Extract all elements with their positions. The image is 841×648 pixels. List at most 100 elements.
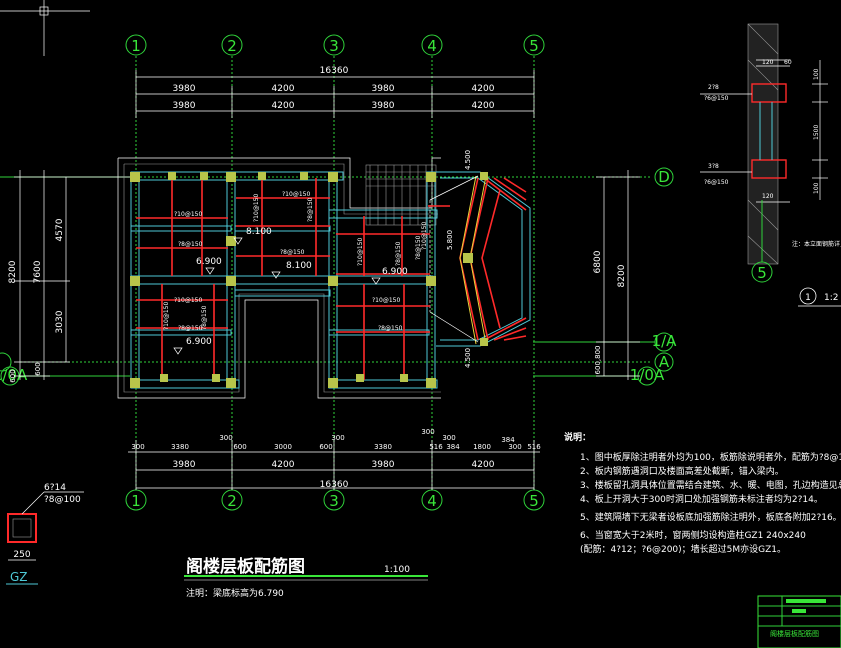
rebar-label: ?8@150 bbox=[395, 241, 402, 266]
rebar-labels: ?10@150 ?8@150 ?10@150 ?8@150 ?10@150 ?8… bbox=[163, 191, 428, 332]
rebar-label: ?10@150 bbox=[421, 222, 428, 250]
section-rebar: 3?8 bbox=[708, 163, 719, 170]
rebar-label: ?10@150 bbox=[163, 302, 170, 330]
dim: 300 bbox=[508, 443, 521, 451]
rebar-label: ?8@150 bbox=[201, 305, 208, 330]
dim: 6800 bbox=[593, 250, 603, 273]
section-axis: 5 bbox=[757, 264, 767, 282]
dim: 4200 bbox=[472, 101, 495, 111]
dim: 384 bbox=[446, 443, 460, 451]
axis-label: 5 bbox=[529, 492, 539, 510]
dim: 4200 bbox=[272, 460, 295, 470]
dimensions-left: 8200 7600 4570 3030 600 600 bbox=[8, 170, 130, 383]
dim: 600 bbox=[9, 369, 17, 382]
axis-label: D bbox=[658, 168, 670, 186]
dim: 3380 bbox=[374, 443, 392, 451]
rebar-label: ?10@150 bbox=[372, 297, 400, 304]
note-item: 5、建筑隔墙下无梁者设板底加强筋除注明外，板底各附加2?16。 bbox=[580, 511, 841, 523]
axis-label: A bbox=[659, 353, 670, 371]
section-rebar: 2?8 bbox=[708, 84, 719, 91]
rebar-label: ?10@150 bbox=[357, 238, 364, 266]
axis-label: 4 bbox=[427, 37, 437, 55]
building-outline bbox=[117, 157, 441, 399]
rebar-label: ?8@150 bbox=[307, 197, 314, 222]
gz-width: 250 bbox=[13, 550, 30, 560]
axis-label: 3 bbox=[329, 37, 339, 55]
axis-label: 1/0A bbox=[0, 366, 28, 384]
dim: 300 bbox=[131, 443, 144, 451]
dim: 3980 bbox=[372, 460, 395, 470]
gz-rebar: 6?14 bbox=[44, 483, 66, 493]
axis-bubbles-top: 1 2 3 4 5 bbox=[125, 34, 545, 56]
dimensions-bottom: 300 3380 300 600 3000 600 300 3380 300 5… bbox=[128, 428, 541, 490]
columns bbox=[130, 172, 488, 388]
note-item: 6、当窗宽大于2米时，窗两侧均设构造柱GZ1 240x240 bbox=[580, 529, 806, 541]
dim: 300 bbox=[331, 434, 344, 442]
rebar-label: ?8@150 bbox=[415, 235, 422, 260]
section-dim: 1500 bbox=[813, 125, 820, 140]
axis-grid-lines bbox=[20, 56, 650, 490]
note-item: (配筋：4?12；?6@200)；墙长超过5M亦设GZ1。 bbox=[580, 543, 786, 555]
section-note: 注：本立面钢筋详见大样 bbox=[792, 240, 841, 248]
axis-label: 2 bbox=[227, 492, 237, 510]
beams bbox=[130, 171, 438, 389]
drawing-title-block: 阁楼层板配筋图 1:100 注明：梁底标高为6.790 bbox=[184, 556, 428, 599]
dim: 8200 bbox=[617, 264, 627, 287]
section-dim: 120 bbox=[762, 59, 774, 66]
dim: 600 bbox=[34, 362, 42, 375]
dim: 516 bbox=[527, 443, 541, 451]
elevation: 8.100 bbox=[246, 227, 272, 237]
stair bbox=[365, 164, 437, 226]
note-item: 1、图中板厚除注明者外均为100，板筋除说明者外，配筋为?8@150双向 bbox=[580, 451, 841, 463]
detail-scale: 1:2 bbox=[824, 293, 838, 303]
dim: 3380 bbox=[171, 443, 189, 451]
dim: 300 bbox=[442, 434, 455, 442]
section-dim: 100 bbox=[813, 68, 820, 80]
elevation: 8.100 bbox=[286, 261, 312, 271]
rebar-label: ?10@150 bbox=[174, 297, 202, 304]
elevation: 6.900 bbox=[186, 337, 212, 347]
dim: 300 bbox=[219, 434, 232, 442]
section-dim: 60 bbox=[784, 59, 792, 66]
dim: 8200 bbox=[8, 260, 18, 283]
dim: 600 bbox=[319, 443, 332, 451]
dim: 3980 bbox=[372, 101, 395, 111]
dim: 3980 bbox=[173, 460, 196, 470]
rebar-label: ?8@150 bbox=[178, 241, 203, 248]
dim: 3030 bbox=[55, 310, 65, 333]
rebar-label: ?8@150 bbox=[378, 325, 403, 332]
axis-label: 4 bbox=[427, 492, 437, 510]
crosshair-cursor bbox=[0, 0, 90, 56]
rebar-label: ?10@150 bbox=[253, 194, 260, 222]
dim: 384 bbox=[501, 436, 515, 444]
dim: 1800 bbox=[473, 443, 491, 451]
axis-label: 1/A bbox=[652, 332, 678, 350]
dim: 300 bbox=[421, 428, 434, 436]
note-item: 4、板上开洞大于300时洞口处加强钢筋未标注者均为2?14。 bbox=[580, 493, 823, 505]
title-block-name: 阁楼层板配筋图 bbox=[770, 629, 819, 638]
dim: 4570 bbox=[55, 218, 65, 241]
elevation: 6.900 bbox=[382, 267, 408, 277]
axis-label: 1/0A bbox=[630, 366, 665, 384]
rebar-label: ?8@150 bbox=[280, 249, 305, 256]
section-rebar: ?6@150 bbox=[704, 179, 729, 186]
note-item: 3、楼板留孔洞具体位置需结合建筑、水、暖、电图，孔边构造见总说明。 bbox=[580, 479, 841, 491]
drawing-note: 注明：梁底标高为6.790 bbox=[186, 587, 284, 599]
dim: 516 bbox=[429, 443, 443, 451]
gz-detail: 6?14 ?8@100 250 GZ bbox=[6, 483, 84, 585]
section-detail: 120 60 2?8 ?6@150 3?8 ?6@150 100 1500 10… bbox=[700, 23, 841, 307]
axis-label: 5 bbox=[529, 37, 539, 55]
dim: 3000 bbox=[274, 443, 292, 451]
elevation-markers: 8.100 6.900 8.100 6.900 6.900 bbox=[173, 227, 408, 355]
dim-diag: 4.500 bbox=[464, 150, 472, 170]
rebar-lines bbox=[136, 178, 450, 380]
dim-total: 16360 bbox=[320, 480, 349, 490]
dim-diag: 5.800 bbox=[446, 230, 454, 250]
dimensions-right: 6800 8200 600,800 bbox=[593, 170, 640, 380]
axis-bubbles-right: D 1/A A 1/0A bbox=[533, 167, 678, 386]
dim-diag: 4.500 bbox=[464, 348, 472, 368]
drawing-title: 阁楼层板配筋图 bbox=[186, 556, 305, 577]
title-block: 阁楼层板配筋图 bbox=[757, 595, 841, 648]
rebar-label: ?8@150 bbox=[178, 325, 203, 332]
